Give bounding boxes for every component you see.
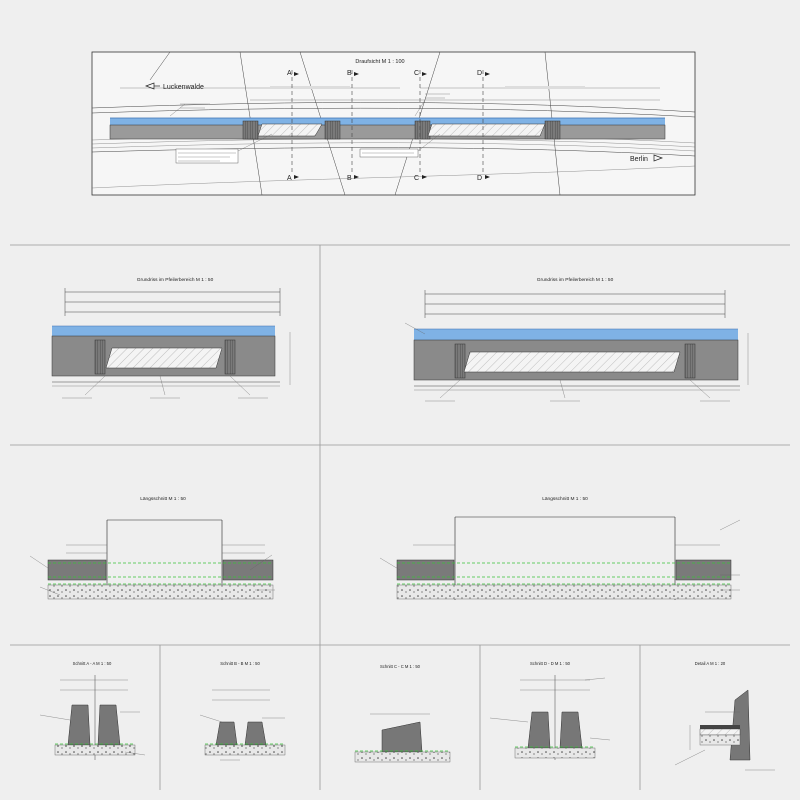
section-a-title: Schnitt A - A M 1 : 50 (73, 661, 112, 666)
long-right-title: Längsschnitt M 1 : 50 (542, 496, 588, 502)
section-mark-c-bottom: C (414, 175, 419, 182)
long-section-right: Längsschnitt M 1 : 50 (379, 496, 741, 600)
section-mark-c-top: C (414, 70, 419, 77)
section-mark-b-bottom: B (347, 175, 352, 182)
detail-a: Detail A M 1 : 20 (674, 661, 775, 771)
section-a: Schnitt A - A M 1 : 50 (39, 661, 146, 760)
section-mark-d-bottom: D (477, 175, 482, 182)
section-mark-d-top: D (477, 70, 482, 77)
direction-left: Luckenwalde (145, 82, 204, 91)
section-d: Schnitt D - D M 1 : 50 (489, 661, 611, 760)
detail-a-title: Detail A M 1 : 20 (695, 661, 726, 666)
direction-right: Berlin (630, 154, 663, 163)
section-b-title: Schnitt B - B M 1 : 50 (220, 661, 260, 666)
plan-left: Grundriss im Pfeilerbereich M 1 : 50 (51, 277, 291, 399)
section-mark-b-top: B (347, 70, 352, 77)
section-mark-a-bottom: A (287, 175, 292, 182)
section-marks-top: A B C D A B C D (287, 70, 490, 182)
plan-left-title: Grundriss im Pfeilerbereich M 1 : 50 (137, 277, 214, 283)
main-plan: Draufsicht M 1 : 100 (91, 51, 696, 196)
long-section-left: Längsschnitt M 1 : 50 (29, 496, 275, 600)
section-b: Schnitt B - B M 1 : 50 (199, 661, 286, 761)
long-left-title: Längsschnitt M 1 : 50 (140, 496, 186, 502)
direction-luckenwalde: Luckenwalde (163, 84, 204, 91)
section-c-title: Schnitt C - C M 1 : 50 (380, 664, 421, 669)
section-d-title: Schnitt D - D M 1 : 50 (530, 661, 571, 666)
section-c: Schnitt C - C M 1 : 50 (354, 664, 451, 763)
section-mark-a-top: A (287, 70, 292, 77)
plan-right: Grundriss im Pfeilerbereich M 1 : 50 (404, 277, 749, 402)
plan-right-title: Grundriss im Pfeilerbereich M 1 : 50 (537, 277, 614, 283)
main-plan-title: Draufsicht M 1 : 100 (355, 59, 404, 65)
direction-berlin: Berlin (630, 156, 648, 163)
